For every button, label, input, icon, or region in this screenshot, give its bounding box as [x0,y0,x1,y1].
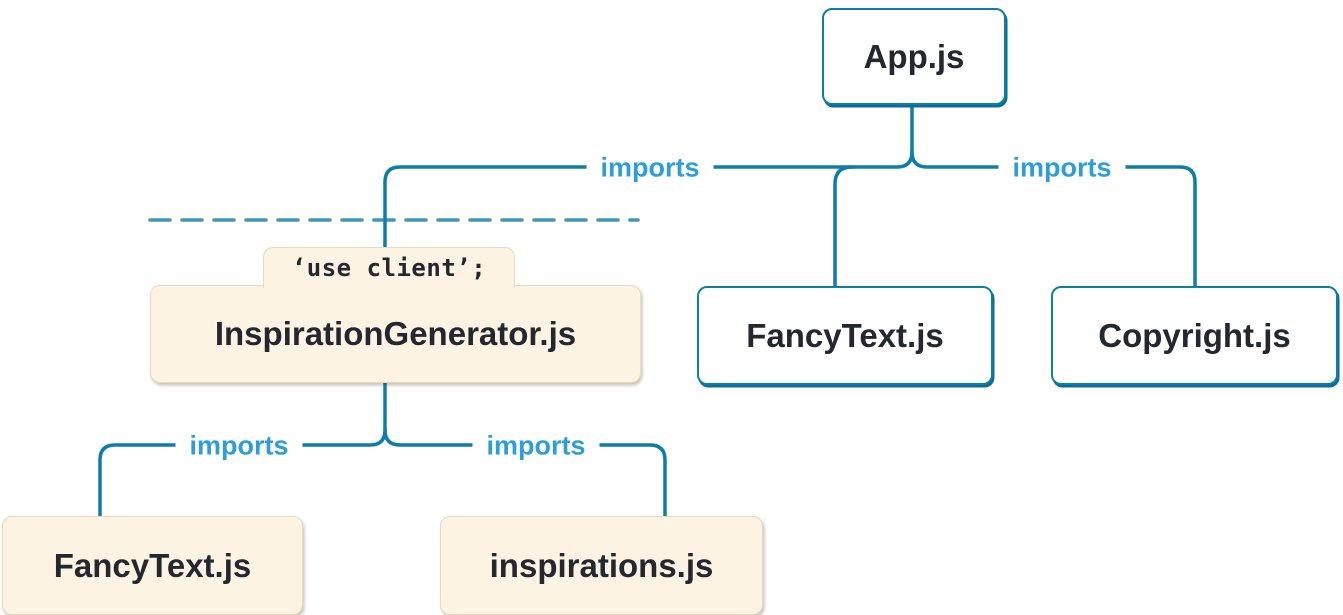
edge-app-to-copyright [910,150,1197,288]
node-copyright-js: Copyright.js [1051,286,1338,385]
node-fancy-text-js-bottom: FancyText.js [2,516,303,615]
node-inspirations-js: inspirations.js [440,516,763,615]
edge-label-imports-bottom-left: imports [175,428,303,464]
node-app-js: App.js [822,8,1006,105]
edge-app-to-fancy-text [833,165,854,288]
edge-label-imports-right: imports [998,150,1126,186]
edge-label-imports-bottom-right: imports [472,428,600,464]
use-client-directive-tab: ‘use client’; [263,247,515,288]
edge-inspiration-generator-to-inspirations [383,428,667,518]
node-inspiration-generator-js: InspirationGenerator.js [150,285,641,383]
node-fancy-text-js-top: FancyText.js [697,286,993,385]
edge-label-imports-left: imports [586,150,714,186]
